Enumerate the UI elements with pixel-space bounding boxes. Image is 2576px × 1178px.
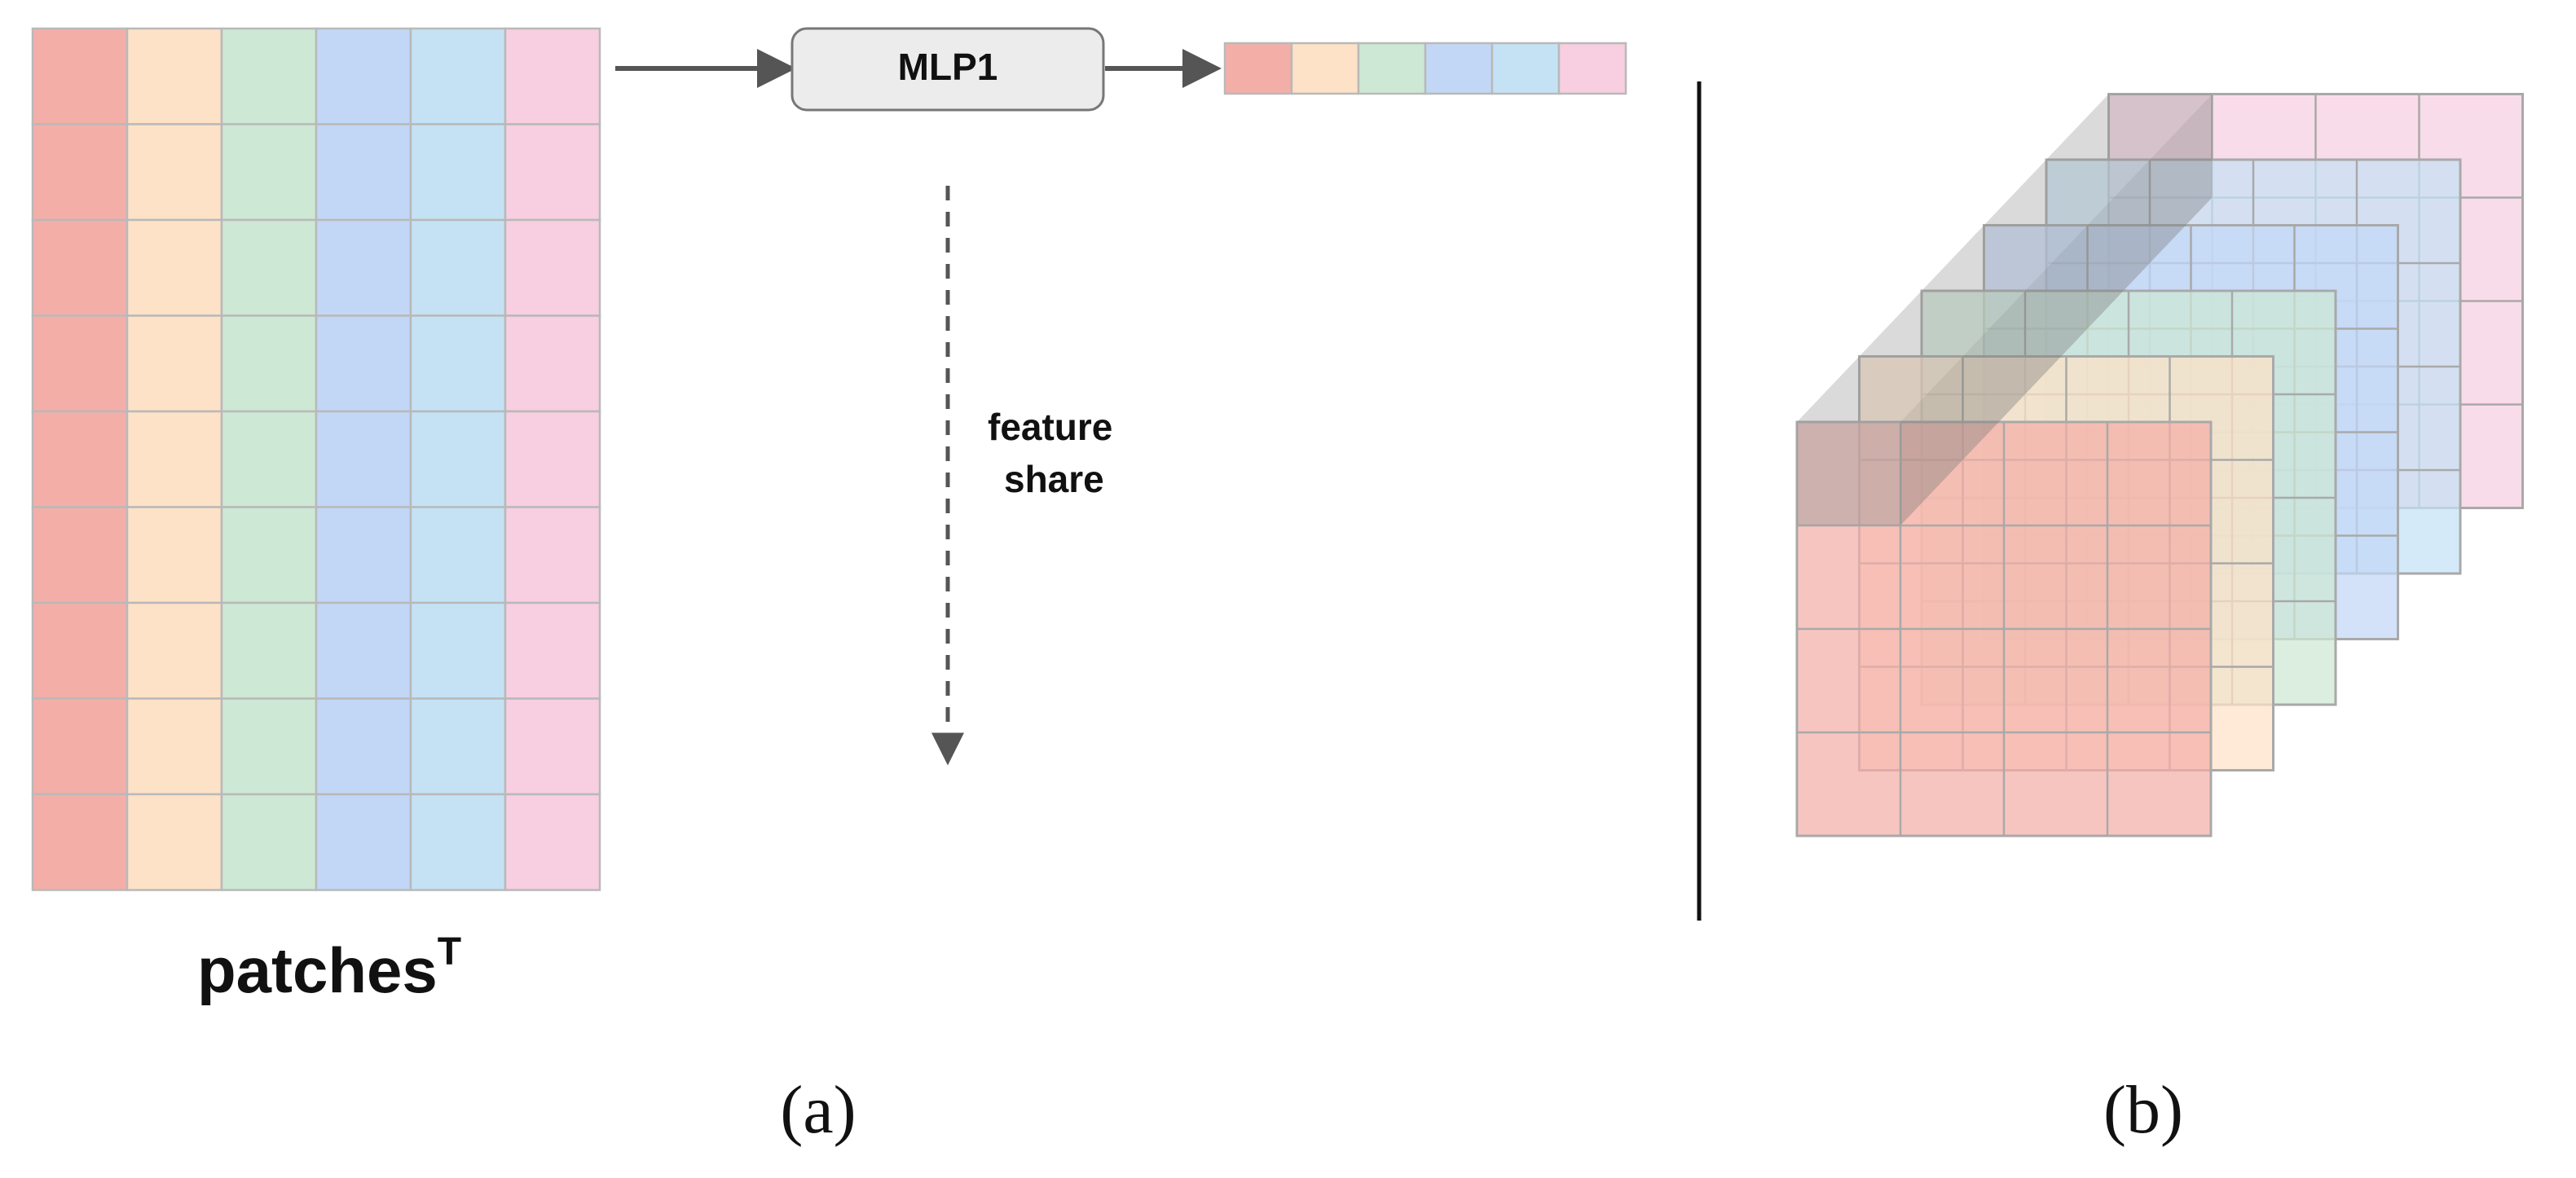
- matrix-cell: [31, 601, 129, 700]
- matrix-cell: [220, 27, 318, 125]
- matrix-cell: [504, 314, 601, 413]
- matrix-cell: [220, 410, 318, 508]
- vector-cell: [1491, 42, 1561, 95]
- vector-cell: [1357, 42, 1427, 95]
- matrix-cell: [409, 410, 507, 508]
- matrix-label-text: patches: [197, 934, 438, 1006]
- matrix-cell: [31, 314, 129, 413]
- matrix-cell: [31, 218, 129, 317]
- feature-share-label: feature share: [988, 406, 1123, 500]
- matrix-cell: [31, 123, 129, 222]
- vector-cell: [1223, 42, 1293, 95]
- matrix-cell: [315, 27, 412, 125]
- matrix-cell: [504, 27, 601, 125]
- matrix-cell: [315, 218, 412, 317]
- matrix-cell: [315, 314, 412, 413]
- prism-front-face: [1797, 422, 1900, 525]
- matrix-cell: [504, 793, 601, 891]
- matrix-cell: [125, 123, 223, 222]
- feature-share-line2: share: [1004, 458, 1104, 500]
- patch-matrix: [31, 27, 601, 891]
- matrix-cell: [504, 218, 601, 317]
- matrix-cell: [125, 506, 223, 604]
- panel-a: patchesT MLP1 feature share (a): [31, 27, 1627, 1148]
- matrix-cell: [409, 123, 507, 222]
- matrix-cell: [125, 218, 223, 317]
- matrix-label-superscript: T: [438, 930, 461, 974]
- panel-b-caption: (b): [2103, 1072, 2183, 1148]
- matrix-cell: [125, 314, 223, 413]
- matrix-cell: [315, 793, 412, 891]
- matrix-cell: [504, 506, 601, 604]
- matrix-cell: [220, 314, 318, 413]
- matrix-cell: [504, 697, 601, 796]
- matrix-cell: [409, 793, 507, 891]
- matrix-cell: [315, 601, 412, 700]
- panel-a-caption: (a): [780, 1072, 856, 1148]
- matrix-cell: [315, 506, 412, 604]
- matrix-cell: [409, 697, 507, 796]
- matrix-cell: [220, 601, 318, 700]
- matrix-cell: [409, 218, 507, 317]
- matrix-cell: [409, 314, 507, 413]
- matrix-cell: [504, 123, 601, 222]
- output-vector: [1223, 42, 1627, 95]
- mlp-box: [790, 27, 1105, 112]
- mlp-label: MLP1: [898, 46, 998, 88]
- stack-layer: [1795, 420, 2213, 837]
- matrix-cell: [504, 601, 601, 700]
- matrix-cell: [220, 218, 318, 317]
- matrix-cell: [125, 601, 223, 700]
- layer-stack: [1795, 93, 2524, 837]
- matrix-cell: [31, 506, 129, 604]
- matrix-cell: [409, 27, 507, 125]
- matrix-cell: [125, 410, 223, 508]
- matrix-cell: [504, 410, 601, 508]
- prism-side-face: [1900, 94, 2213, 525]
- matrix-cell: [31, 697, 129, 796]
- prism-top-face: [1797, 94, 2213, 422]
- matrix-cell: [409, 506, 507, 604]
- matrix-cell: [31, 27, 129, 125]
- matrix-label: patchesT: [197, 930, 461, 1006]
- panel-b: (b): [1795, 93, 2524, 1148]
- matrix-cell: [220, 123, 318, 222]
- matrix-cell: [220, 793, 318, 891]
- vector-cell: [1557, 42, 1627, 95]
- matrix-cell: [125, 27, 223, 125]
- matrix-cell: [315, 123, 412, 222]
- matrix-cell: [31, 793, 129, 891]
- matrix-cell: [31, 410, 129, 508]
- matrix-cell: [125, 793, 223, 891]
- shared-feature-prism: [1797, 94, 2213, 525]
- matrix-cell: [315, 410, 412, 508]
- matrix-cell: [125, 697, 223, 796]
- matrix-cell: [409, 601, 507, 700]
- vector-cell: [1290, 42, 1360, 95]
- matrix-cell: [220, 506, 318, 604]
- feature-share-line1: feature: [988, 406, 1112, 448]
- matrix-cell: [220, 697, 318, 796]
- vector-cell: [1424, 42, 1494, 95]
- matrix-cell: [315, 697, 412, 796]
